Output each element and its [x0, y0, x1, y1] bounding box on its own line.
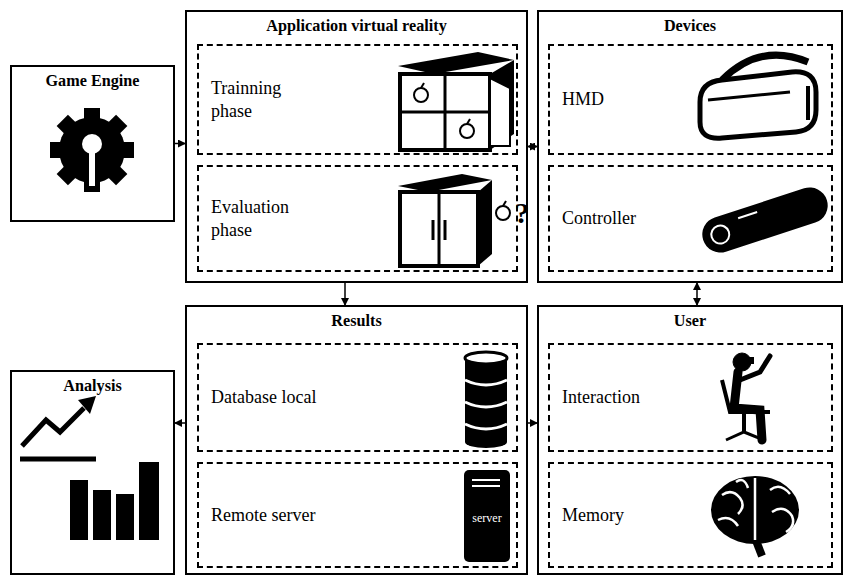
group-box: ResultsDatabase localRemote server [185, 305, 528, 575]
dashed-box: Controller [548, 165, 833, 272]
dashed-box: Trainning phase [197, 44, 518, 155]
question-mark: ? [512, 196, 532, 229]
group-heading: User [539, 312, 841, 331]
database-icon [465, 352, 507, 448]
box-label: Memory [562, 504, 624, 527]
group-box: Game Engine [10, 65, 175, 222]
brain-icon [711, 476, 799, 556]
dashed-box: Database local [197, 343, 518, 452]
gear-icon [50, 108, 134, 192]
arrow-connector [528, 146, 537, 148]
box-label: Trainning phase [211, 77, 306, 122]
group-box: Analysis [10, 370, 175, 575]
group-heading: Results [187, 312, 526, 331]
controller-icon [698, 183, 833, 257]
dashed-box: Memory [548, 462, 833, 568]
group-box: Application virtual realityTrainning pha… [185, 10, 528, 283]
arrow-connector [175, 143, 185, 145]
arrow-connector [528, 422, 537, 424]
closed-cabinet-icon [398, 174, 510, 266]
group-box: UserInteractionMemory [537, 305, 843, 575]
group-heading: Devices [539, 17, 841, 36]
arrow-connector [344, 283, 346, 305]
group-heading: Game Engine [12, 72, 173, 91]
box-label: HMD [562, 88, 604, 111]
box-label: Evaluation phase [211, 196, 311, 241]
dashed-box: Evaluation phase [197, 165, 518, 272]
person-icon [722, 353, 770, 440]
arrow-connector [696, 283, 698, 305]
icon-label: server [466, 512, 508, 525]
group-heading: Application virtual reality [187, 17, 526, 36]
box-label: Remote server [211, 504, 315, 527]
server-icon [464, 470, 510, 562]
box-label: Controller [562, 207, 636, 230]
box-label: Database local [211, 386, 316, 409]
box-label: Interaction [562, 386, 640, 409]
group-box: DevicesHMD Controller [537, 10, 843, 283]
open-cabinet-icon [398, 52, 514, 150]
dashed-box: Interaction [548, 343, 833, 452]
group-heading: Analysis [12, 377, 173, 396]
arrow-connector [175, 422, 185, 424]
dashed-box: Remote server [197, 462, 518, 568]
dashed-box: HMD [548, 44, 833, 155]
hmd-icon [700, 55, 816, 138]
chart-icon [20, 396, 159, 540]
